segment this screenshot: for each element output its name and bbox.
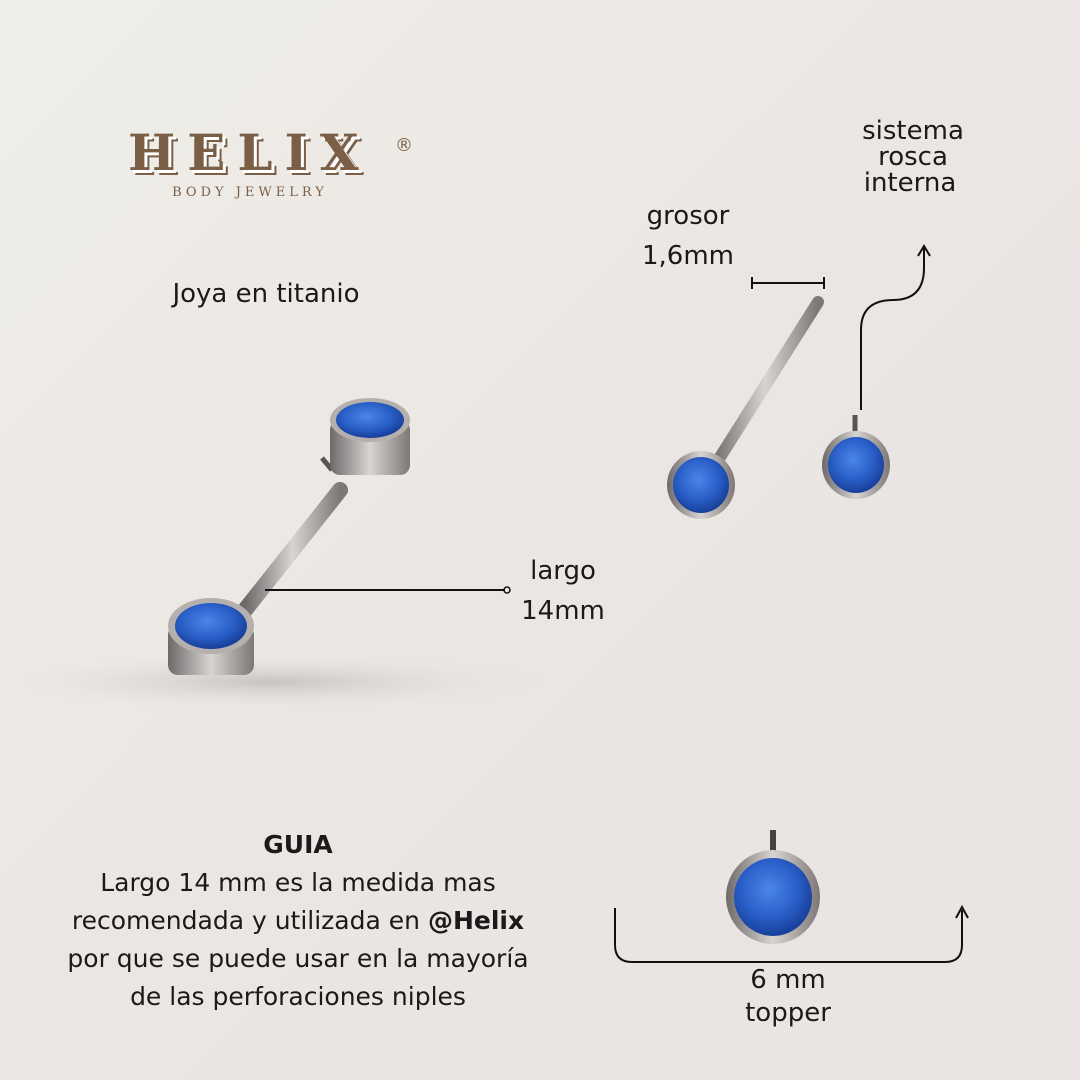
thread-line-3: interna [863, 168, 957, 198]
registered-mark: ® [395, 135, 413, 156]
guide-line-3: por que se puede usar en la mayoría [67, 944, 529, 973]
guide-section: GUIA Largo 14 mm es la medida mas recome… [67, 826, 528, 1016]
length-value: 14mm [521, 596, 605, 626]
topper-label: topper [745, 998, 831, 1028]
topper-image [726, 830, 820, 944]
logo-tagline: BODY JEWELRY [172, 185, 328, 200]
thickness-dimension-line [751, 277, 825, 289]
barbell-disassembled-image [667, 296, 890, 519]
length-dimension-line [265, 586, 511, 594]
helix-logo: HELIX ® BODY JEWELRY [120, 115, 420, 210]
guide-title: GUIA [263, 830, 333, 859]
topper-dimension-bracket [614, 904, 969, 963]
barbell-assembled-image [0, 398, 540, 710]
thickness-label: grosor [646, 201, 730, 231]
guide-line-4: de las perforaciones niples [130, 982, 466, 1011]
material-label: Joya en titanio [172, 279, 360, 309]
thread-line-1: sistema [862, 116, 964, 146]
thickness-value: 1,6mm [641, 241, 735, 271]
thread-line-2: rosca [878, 142, 948, 172]
topper-size: 6 mm [750, 965, 826, 995]
logo-brand: HELIX [128, 123, 371, 182]
guide-line-2: recomendada y utilizada en @Helix [67, 902, 528, 940]
guide-line-2-text: recomendada y utilizada en [71, 906, 428, 935]
helix-handle: @Helix [427, 906, 525, 935]
length-label: largo [530, 556, 596, 586]
thread-arrow [860, 244, 931, 410]
guide-line-1: Largo 14 mm es la medida mas [100, 868, 496, 897]
